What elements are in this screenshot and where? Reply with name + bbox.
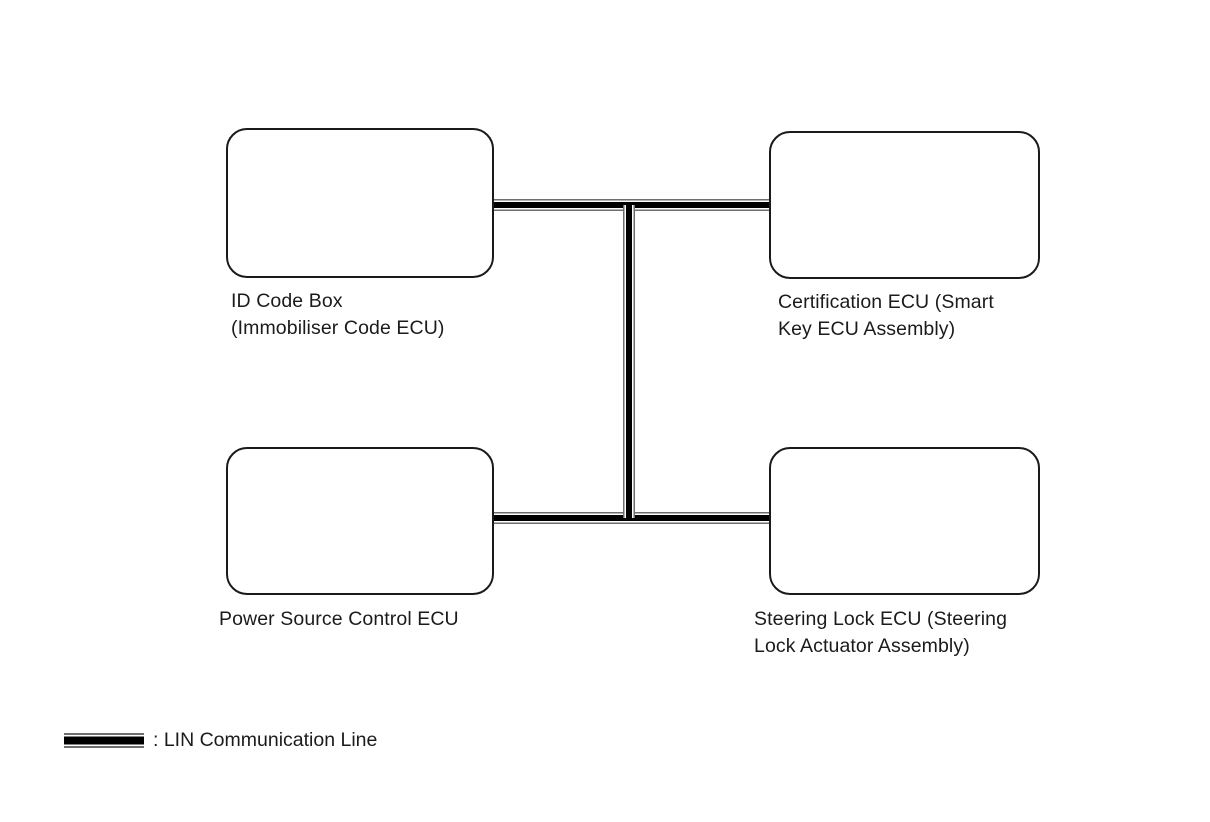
ecu-box-id-code-box[interactable] [226, 128, 494, 278]
legend-label: : LIN Communication Line [153, 729, 378, 751]
ecu-box-certification-ecu[interactable] [769, 131, 1040, 279]
lin-junction-top [626, 202, 632, 211]
ecu-box-steering-lock-ecu[interactable] [769, 447, 1040, 595]
lin-line-vertical-trunk [623, 205, 635, 518]
ecu-label-power-source-control-ecu: Power Source Control ECU [219, 608, 459, 630]
legend: : LIN Communication Line [64, 729, 377, 751]
ecu-label-certification-ecu: Certification ECU (Smart Key ECU Assembl… [778, 291, 994, 340]
ecu-label-id-code-box: ID Code Box (Immobiliser Code ECU) [231, 290, 445, 339]
ecu-label-steering-lock-ecu: Steering Lock ECU (Steering Lock Actuato… [754, 608, 1008, 657]
ecu-box-power-source-control-ecu[interactable] [226, 447, 494, 595]
lin-junction-bottom [626, 512, 632, 521]
lin-line-swatch-icon [64, 732, 144, 748]
